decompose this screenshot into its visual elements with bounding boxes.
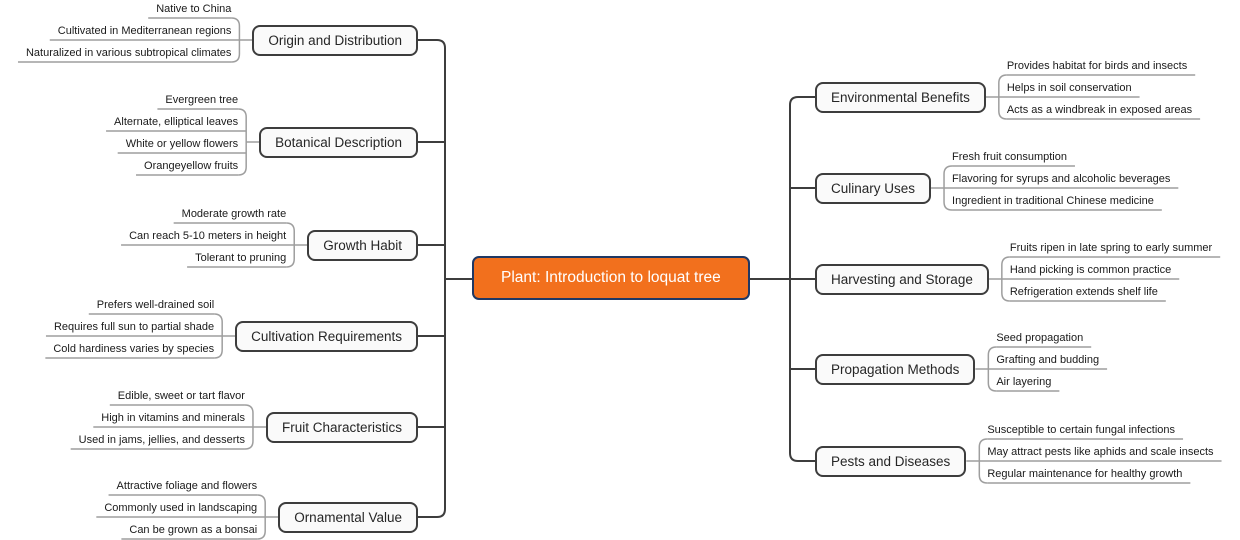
branch-node[interactable]: Fruit Characteristics: [265, 411, 418, 443]
leaf-node[interactable]: Fruits ripen in late spring to early sum…: [1009, 242, 1213, 254]
leaf-node[interactable]: Susceptible to certain fungal infections: [987, 424, 1176, 436]
leaf-node[interactable]: High in vitamins and minerals: [101, 412, 245, 424]
branch-node[interactable]: Culinary Uses: [815, 172, 932, 204]
branch-node[interactable]: Environmental Benefits: [815, 81, 986, 113]
leaf-node[interactable]: Cultivated in Mediterranean regions: [57, 25, 232, 37]
leaf-node[interactable]: Fresh fruit consumption: [952, 151, 1067, 163]
root-node[interactable]: Plant: Introduction to loquat tree: [472, 256, 750, 300]
leaf-node[interactable]: Provides habitat for birds and insects: [1006, 60, 1188, 72]
leaf-node[interactable]: Refrigeration extends shelf life: [1009, 286, 1158, 298]
leaf-node[interactable]: Regular maintenance for healthy growth: [987, 468, 1183, 480]
leaf-node[interactable]: Hand picking is common practice: [1009, 264, 1172, 276]
leaf-node[interactable]: Edible, sweet or tart flavor: [117, 390, 245, 402]
leaf-node[interactable]: May attract pests like aphids and scale …: [987, 446, 1214, 458]
branch-node[interactable]: Pests and Diseases: [815, 445, 967, 477]
leaf-node[interactable]: Evergreen tree: [165, 94, 239, 106]
leaf-node[interactable]: Air layering: [996, 376, 1052, 388]
leaf-node[interactable]: Moderate growth rate: [181, 208, 287, 220]
leaf-node[interactable]: Helps in soil conservation: [1006, 82, 1132, 94]
branch-node[interactable]: Cultivation Requirements: [235, 320, 418, 352]
branch-node[interactable]: Harvesting and Storage: [815, 263, 989, 295]
leaf-node[interactable]: Requires full sun to partial shade: [53, 321, 215, 333]
branch-node[interactable]: Propagation Methods: [815, 353, 976, 385]
leaf-node[interactable]: Seed propagation: [996, 332, 1084, 344]
leaf-node[interactable]: Cold hardiness varies by species: [53, 343, 215, 355]
branch-node[interactable]: Growth Habit: [307, 229, 418, 261]
leaf-node[interactable]: Prefers well-drained soil: [96, 299, 215, 311]
leaf-node[interactable]: Native to China: [156, 3, 232, 15]
leaf-node[interactable]: Ingredient in traditional Chinese medici…: [952, 195, 1154, 207]
branch-node[interactable]: Botanical Description: [259, 126, 418, 158]
leaf-node[interactable]: Alternate, elliptical leaves: [114, 116, 239, 128]
leaf-node[interactable]: Can reach 5-10 meters in height: [129, 230, 287, 242]
leaf-node[interactable]: Used in jams, jellies, and desserts: [78, 434, 245, 446]
leaf-node[interactable]: Tolerant to pruning: [195, 252, 287, 264]
leaf-node[interactable]: Flavoring for syrups and alcoholic bever…: [952, 173, 1171, 185]
leaf-node[interactable]: White or yellow flowers: [125, 138, 239, 150]
leaf-node[interactable]: Grafting and budding: [996, 354, 1100, 366]
leaf-node[interactable]: Naturalized in various subtropical clima…: [25, 47, 232, 59]
leaf-node[interactable]: Acts as a windbreak in exposed areas: [1006, 104, 1193, 116]
leaf-node[interactable]: Can be grown as a bonsai: [129, 524, 258, 536]
leaf-node[interactable]: Orangeyellow fruits: [144, 160, 239, 172]
branch-node[interactable]: Ornamental Value: [278, 501, 418, 533]
leaf-node[interactable]: Commonly used in landscaping: [104, 502, 258, 514]
branch-node[interactable]: Origin and Distribution: [252, 24, 418, 56]
leaf-node[interactable]: Attractive foliage and flowers: [116, 480, 258, 492]
